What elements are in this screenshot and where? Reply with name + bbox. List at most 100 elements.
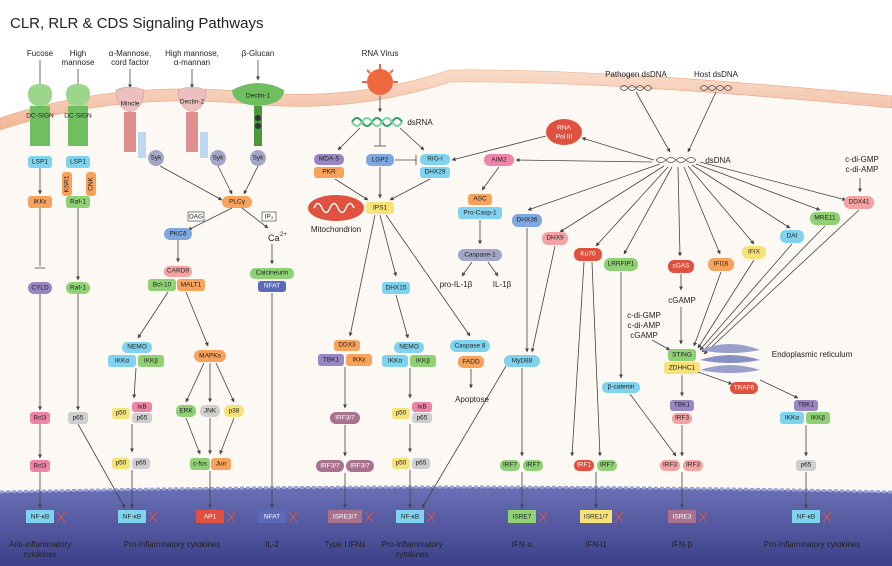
nfkb-label-2: NF-κB <box>123 514 141 521</box>
p65-label-2: p65 <box>136 460 147 467</box>
ip3-box: IP₃ <box>261 211 277 222</box>
aim2-node: AIM2 <box>484 154 514 166</box>
irf3-label-1: IRF3 <box>675 415 689 422</box>
ddx3-node: DDX3 <box>334 340 360 351</box>
irf7-node-1: IRF7 <box>500 460 520 471</box>
ikke-node-2: IKKε <box>346 354 372 366</box>
caspase1-label: Caspase-1 <box>464 252 496 259</box>
ap1-tf: AP1 <box>196 510 236 523</box>
mincle-receptor: Mincle Syk <box>115 86 164 166</box>
ikkb-node-3: IKKβ <box>806 412 830 424</box>
raf1-node-2: Raf-1 <box>66 282 90 294</box>
ikb-label-1: IκB <box>137 404 146 411</box>
dhx9-node: DHX9 <box>542 232 568 245</box>
irf37-label-1: IRF3/7 <box>335 415 355 422</box>
p50-node-2: p50 <box>112 458 130 469</box>
ku70-label: Ku70 <box>580 251 596 258</box>
calcineurin-node: Calcineurin <box>250 268 294 279</box>
lsp1-node-2: LSP1 <box>66 156 90 168</box>
fucose-label: Fucose <box>27 49 54 58</box>
malt1-node: MALT1 <box>177 279 205 291</box>
cyld-node: CYLD <box>28 282 52 294</box>
dectin1-receptor: Dectin-1 Syk <box>232 83 284 166</box>
ikkb-node-1: IKKβ <box>138 355 164 367</box>
irf37-label-2: IRF3/7 <box>320 463 340 470</box>
ip3-label: IP₃ <box>265 214 274 221</box>
output-pro-inflam-2b: cytokines <box>395 550 428 559</box>
rigi-label: RIG-I <box>427 156 443 163</box>
p65-node-left: p65 <box>68 412 88 424</box>
nucleus <box>0 487 892 566</box>
ikka-label-2: IKKα <box>388 358 402 365</box>
card9-label: CARD9 <box>167 268 189 275</box>
dhx29-node: DHX29 <box>420 167 450 178</box>
tbk1-label-2: TBK1 <box>674 402 691 409</box>
caspase8-node: Caspase 8 <box>450 340 490 352</box>
dhx9-label: DHX9 <box>546 235 564 242</box>
mincle-label: Mincle <box>121 101 140 108</box>
syk-node-2 <box>210 150 226 166</box>
output-il2: IL-2 <box>265 540 279 549</box>
sting-node: STING <box>668 349 696 361</box>
dsrna-label: dsRNA <box>407 118 433 127</box>
irf7-node-2: IRF7 <box>523 460 543 471</box>
irf7-label-3: IRF7 <box>600 462 614 469</box>
isre17-tf: ISRE1/7 <box>580 510 624 523</box>
dectin2-receptor: Dectin-2 Syk <box>177 86 226 166</box>
rna-pol3-label-1: RNA <box>557 125 571 132</box>
myd88-node: MyD88 <box>504 355 540 367</box>
syk-label-1: Syk <box>151 155 163 162</box>
lgp2-label: LGP2 <box>372 157 389 164</box>
erk-label: ERK <box>179 408 193 415</box>
pathogen-dsdna-label: Pathogen dsDNA <box>605 70 667 79</box>
isre3-tf: ISRE3 <box>668 510 708 523</box>
traf6-node: TRAF6 <box>730 382 758 394</box>
ikkb-label-1: IKKβ <box>144 358 158 365</box>
tbk1-label-3: TBK1 <box>798 402 815 409</box>
lsp1-node-1: LSP1 <box>28 156 52 168</box>
dc-sign-label-1: DC-SIGN <box>26 113 54 120</box>
p65-label-left: p65 <box>73 415 84 422</box>
nucleus-tfs: NF-κB NF-κB AP1 NFAT ISRE3/7 NF-κB ISRE7… <box>26 510 832 523</box>
dai-label: DAI <box>787 233 798 240</box>
p65-node-4: p65 <box>412 458 430 469</box>
tbk1-node-1: TBK1 <box>318 354 344 366</box>
p65-node-2: p65 <box>132 458 150 469</box>
output-type1-ifns: Type I IFNs <box>325 540 366 549</box>
ksr1-label: KSR1 <box>64 175 71 192</box>
cdi-amp-label: c-di-AMP <box>846 165 879 174</box>
irf3-node-3: IRF3 <box>683 460 703 471</box>
p65-label-4: p65 <box>416 460 427 467</box>
lsp1-label-2: LSP1 <box>70 159 86 166</box>
calcineurin-label: Calcineurin <box>256 270 289 277</box>
p50-label-4: p50 <box>396 460 407 467</box>
malt1-label: MALT1 <box>181 282 202 289</box>
p50-label-2: p50 <box>116 460 127 467</box>
caspase1-node: Caspase-1 <box>458 249 502 261</box>
plcg-label: PLCγ <box>229 199 246 206</box>
cnk-node: CNK <box>86 172 96 196</box>
isre7-tf: ISRE7 <box>508 510 548 523</box>
lgp2-node: LGP2 <box>366 154 394 166</box>
il1b-label: IL-1β <box>493 280 512 289</box>
p50-node-4: p50 <box>392 458 410 469</box>
output-anti-inflam-2: cytokines <box>23 550 56 559</box>
raf1-node-1: Raf-1 <box>66 196 90 208</box>
dsdna-label: dsDNA <box>705 156 731 165</box>
irf37-label-3: IRF3/7 <box>350 463 370 470</box>
ikka-label-3: IKKα <box>785 415 799 422</box>
pkr-label: PKR <box>322 169 336 176</box>
ifix-label: IFIX <box>748 249 761 256</box>
beta-glucan-label: β-Glucan <box>242 49 275 58</box>
rna-virus-icon <box>362 64 398 95</box>
b-catenin-label: β-catenin <box>608 384 635 391</box>
mda5-node: MDA-5 <box>314 154 344 165</box>
p50-node-1: p50 <box>112 408 130 419</box>
raf1-label-2: Raf-1 <box>70 285 86 292</box>
lrrfip1-node: LRRFIP1 <box>604 258 638 271</box>
nemo-label-1: NEMO <box>127 344 147 351</box>
nfkb-label-4: NF-κB <box>797 514 815 521</box>
ikb-node-1: IκB <box>132 402 152 412</box>
irf1-label: IRF1 <box>577 462 591 469</box>
ksr1-node: KSR1 <box>62 172 72 196</box>
